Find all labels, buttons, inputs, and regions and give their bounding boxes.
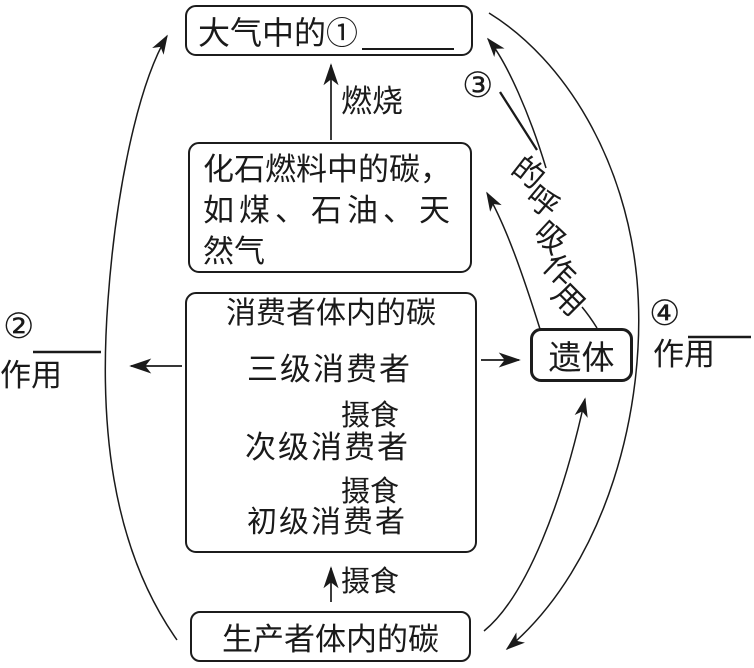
- answer-blank-3: [499, 91, 538, 151]
- arrow-remains-to-atmosphere-upper: [486, 37, 547, 169]
- arrow-producer-to-atmosphere: [104, 34, 178, 641]
- left-process-label: 作用: [0, 358, 62, 394]
- remains-label: 遗体: [548, 338, 615, 377]
- answer-blank-1: [362, 12, 455, 50]
- fossil-line-1: 化石燃料中的碳，: [203, 152, 451, 188]
- circled-number-2: ②: [3, 307, 35, 347]
- right-process-label: 作用: [653, 337, 715, 373]
- feed-label-2: 摄食: [341, 474, 400, 508]
- circled-number-3: ③: [462, 66, 494, 106]
- fossil-line-2: 如煤、石油、天: [203, 192, 455, 229]
- secondary-consumer-label: 次级消费者: [245, 430, 410, 466]
- circled-number-4: ④: [649, 294, 681, 334]
- box-consumer-carbon: [185, 292, 477, 553]
- arrow-producer-to-remains: [483, 397, 588, 632]
- consumer-box-title: 消费者体内的碳: [226, 296, 436, 331]
- box-fossil-fuel-carbon: 化石燃料中的碳， 如煤、石油、天 然气: [188, 142, 472, 273]
- atmosphere-label: 大气中的①: [198, 13, 359, 52]
- fossil-line-3: 然气: [203, 233, 265, 270]
- box-atmosphere-carbon: 大气中的①: [185, 5, 473, 56]
- primary-consumer-label: 初级消费者: [247, 505, 407, 540]
- box-remains: 遗体: [530, 328, 633, 382]
- arrow-remains-to-atmosphere-lower: [581, 306, 598, 329]
- feed-label-1: 摄食: [341, 398, 400, 432]
- tertiary-consumer-label: 三级消费者: [247, 352, 412, 388]
- burn-label: 燃烧: [341, 84, 403, 120]
- producer-label: 生产者体内的碳: [222, 622, 439, 658]
- feed-label-3: 摄食: [341, 564, 400, 598]
- box-producer-carbon: 生产者体内的碳: [190, 611, 471, 662]
